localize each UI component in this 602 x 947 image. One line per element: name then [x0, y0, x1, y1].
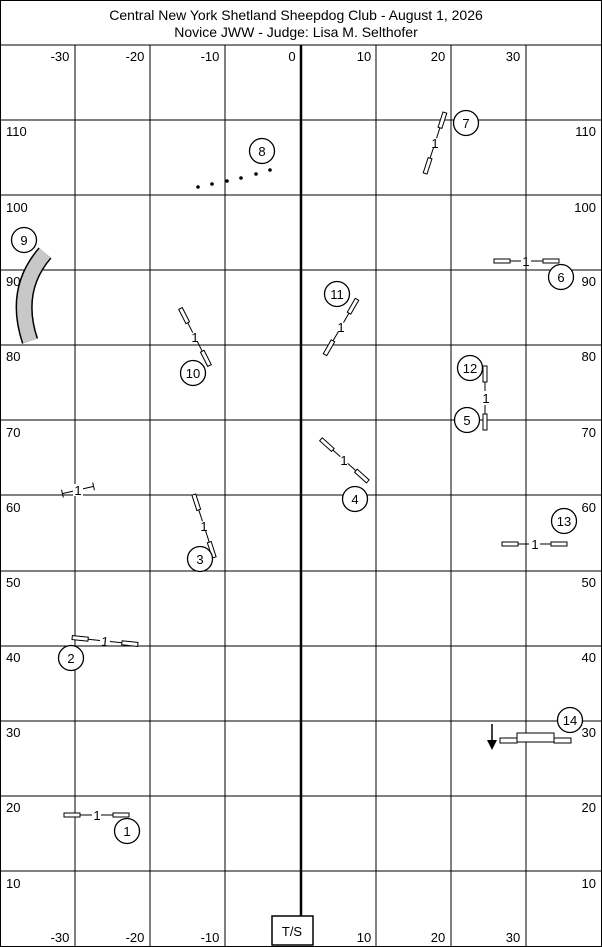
number-badge-4: 4	[341, 485, 369, 513]
jump-bar-label: 1	[93, 808, 100, 823]
svg-text:1: 1	[482, 391, 489, 406]
y-tick-right-label: 90	[582, 274, 596, 289]
y-tick-right-label: 100	[574, 200, 596, 215]
weave-poles-8	[196, 168, 272, 189]
y-tick-left-label: 80	[6, 349, 20, 364]
course-subtitle: Novice JWW - Judge: Lisa M. Selthofer	[174, 24, 418, 40]
jump-5: 1	[482, 365, 490, 431]
x-tick-bottom-label: 30	[506, 930, 520, 945]
y-tick-right-label: 40	[582, 650, 596, 665]
course-title: Central New York Shetland Sheepdog Club …	[109, 7, 483, 23]
svg-text:1: 1	[337, 320, 344, 335]
x-tick-bottom-label: 10	[357, 930, 371, 945]
start-box: T/S	[271, 915, 314, 946]
number-badge-5: 5	[453, 406, 481, 434]
y-tick-left-label: 30	[6, 725, 20, 740]
y-tick-right-label: 50	[582, 575, 596, 590]
number-badge-13: 13	[550, 507, 578, 535]
y-tick-left-label: 110	[6, 124, 27, 139]
x-tick-top-label: 0	[288, 49, 295, 64]
jump-7: 1	[422, 111, 448, 175]
x-tick-bottom-label: -30	[51, 930, 70, 945]
y-tick-left-label: 60	[6, 500, 20, 515]
svg-text:1: 1	[531, 537, 538, 552]
obstacles: 1 1 1 2	[10, 109, 584, 845]
jump-11: 1	[322, 297, 360, 357]
finish-arrow-icon	[487, 724, 497, 750]
x-tick-bottom-label: -10	[201, 930, 220, 945]
number-badge-6: 6	[547, 263, 575, 291]
start-label: T/S	[282, 924, 303, 939]
y-tick-right-label: 110	[575, 124, 596, 139]
tunnel-9	[15, 247, 52, 344]
svg-text:1: 1	[74, 483, 81, 498]
number-badge-10: 10	[179, 359, 207, 387]
svg-text:3: 3	[196, 552, 203, 567]
svg-text:1: 1	[522, 254, 529, 269]
y-tick-right-label: 30	[582, 725, 596, 740]
svg-text:1: 1	[431, 136, 438, 151]
x-tick-top-label: -30	[51, 49, 70, 64]
svg-text:1: 1	[101, 634, 110, 650]
y-tick-left-label: 70	[6, 425, 20, 440]
x-tick-top-label: 30	[506, 49, 520, 64]
x-tick-top-label: 20	[431, 49, 445, 64]
jump-13: 1	[501, 537, 568, 552]
jump-2: 1	[71, 634, 139, 650]
x-tick-bottom-label: -20	[126, 930, 145, 945]
jump-1: 1	[63, 808, 130, 823]
x-tick-top-label: 10	[357, 49, 371, 64]
tire-14	[499, 732, 572, 744]
y-tick-left-label: 90	[6, 274, 20, 289]
svg-text:13: 13	[557, 514, 571, 529]
y-tick-left-label: 10	[6, 876, 20, 891]
x-tick-top-label: -10	[201, 49, 220, 64]
y-tick-left-label: 40	[6, 650, 20, 665]
y-tick-right-label: 60	[582, 500, 596, 515]
y-tick-left-label: 50	[6, 575, 20, 590]
svg-text:8: 8	[258, 144, 265, 159]
x-tick-bottom-label: 20	[431, 930, 445, 945]
svg-text:6: 6	[557, 270, 564, 285]
jump-10: 1	[178, 306, 212, 368]
y-tick-right-label: 80	[582, 349, 596, 364]
jump-wing-mark: 1	[61, 482, 95, 498]
jump-4: 1	[318, 437, 370, 484]
number-badge-14: 14	[556, 706, 584, 734]
svg-text:7: 7	[462, 116, 469, 131]
number-badge-12: 12	[456, 354, 484, 382]
y-tick-right-label: 10	[582, 876, 596, 891]
number-badge-9: 9	[10, 226, 38, 254]
number-badge-8: 8	[248, 137, 276, 165]
number-badge-2: 2	[57, 644, 85, 672]
y-tick-right-label: 20	[582, 800, 596, 815]
svg-text:11: 11	[330, 287, 344, 302]
svg-text:1: 1	[191, 330, 198, 345]
svg-text:4: 4	[351, 492, 358, 507]
number-badge-1: 1	[113, 817, 141, 845]
y-tick-left-label: 100	[6, 200, 28, 215]
svg-text:1: 1	[200, 519, 207, 534]
svg-text:12: 12	[463, 361, 477, 376]
y-tick-left-label: 20	[6, 800, 20, 815]
obstacle-number: 1	[123, 824, 130, 839]
svg-text:10: 10	[186, 366, 200, 381]
jump-3: 1	[191, 493, 217, 559]
number-badge-11: 11	[323, 280, 351, 308]
svg-text:14: 14	[563, 713, 577, 728]
svg-text:1: 1	[340, 453, 347, 468]
svg-text:5: 5	[463, 413, 470, 428]
svg-text:9: 9	[20, 233, 27, 248]
svg-text:2: 2	[67, 651, 74, 666]
jump-6: 1	[493, 254, 560, 269]
number-badge-3: 3	[186, 545, 214, 573]
x-tick-top-label: -20	[126, 49, 145, 64]
number-badge-7: 7	[452, 109, 480, 137]
y-tick-right-label: 70	[582, 425, 596, 440]
